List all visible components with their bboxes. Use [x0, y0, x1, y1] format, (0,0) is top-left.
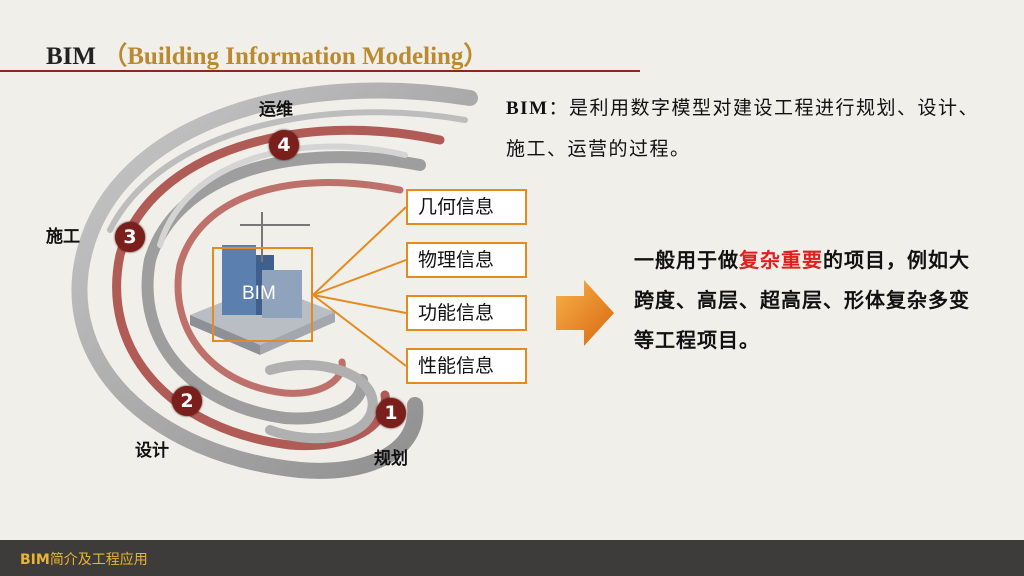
bim-center-label: BIM — [242, 283, 276, 304]
stage-1-label: 规划 — [374, 449, 408, 469]
stage-2-label: 设计 — [135, 441, 169, 461]
stage-3-label: 施工 — [46, 227, 80, 247]
usage-after: 的项目，例如大跨度、高层、超高层、形体复杂多变等工程项目。 — [634, 248, 970, 352]
bim-definition: BIM：是利用数字模型对建设工程进行规划、设计、施工、运营的过程。 — [506, 88, 996, 169]
stage-4-label: 运维 — [259, 100, 293, 120]
stage-4-number: 4 — [269, 130, 299, 160]
footer-title: BIM简介及工程应用 — [20, 549, 148, 569]
title-underline — [0, 70, 640, 72]
stage-1-number: 1 — [376, 398, 406, 428]
definition-term: BIM — [506, 98, 549, 119]
bim-center-box — [212, 247, 313, 342]
building-illustration — [190, 212, 335, 355]
title-subtitle: （Building Information Modeling） — [102, 43, 489, 70]
right-arrow-icon — [556, 280, 614, 346]
usage-description: 一般用于做复杂重要的项目，例如大跨度、高层、超高层、形体复杂多变等工程项目。 — [634, 240, 979, 360]
definition-text: ：是利用数字模型对建设工程进行规划、设计、施工、运营的过程。 — [506, 97, 980, 160]
info-physical-box: 物理信息 — [406, 242, 527, 278]
footer-text: 简介及工程应用 — [49, 552, 148, 568]
usage-before: 一般用于做 — [634, 248, 739, 272]
footer-bold: BIM — [20, 552, 50, 568]
usage-highlight: 复杂重要 — [739, 248, 823, 272]
footer-bar: BIM简介及工程应用 — [0, 540, 1024, 576]
info-geometry-box: 几何信息 — [406, 189, 527, 225]
stage-2-number: 2 — [172, 386, 202, 416]
title-main: BIM — [46, 43, 96, 70]
stage-3-number: 3 — [115, 222, 145, 252]
info-performance-box: 性能信息 — [406, 348, 527, 384]
page-title: BIM （Building Information Modeling） — [46, 36, 488, 72]
info-function-box: 功能信息 — [406, 295, 527, 331]
